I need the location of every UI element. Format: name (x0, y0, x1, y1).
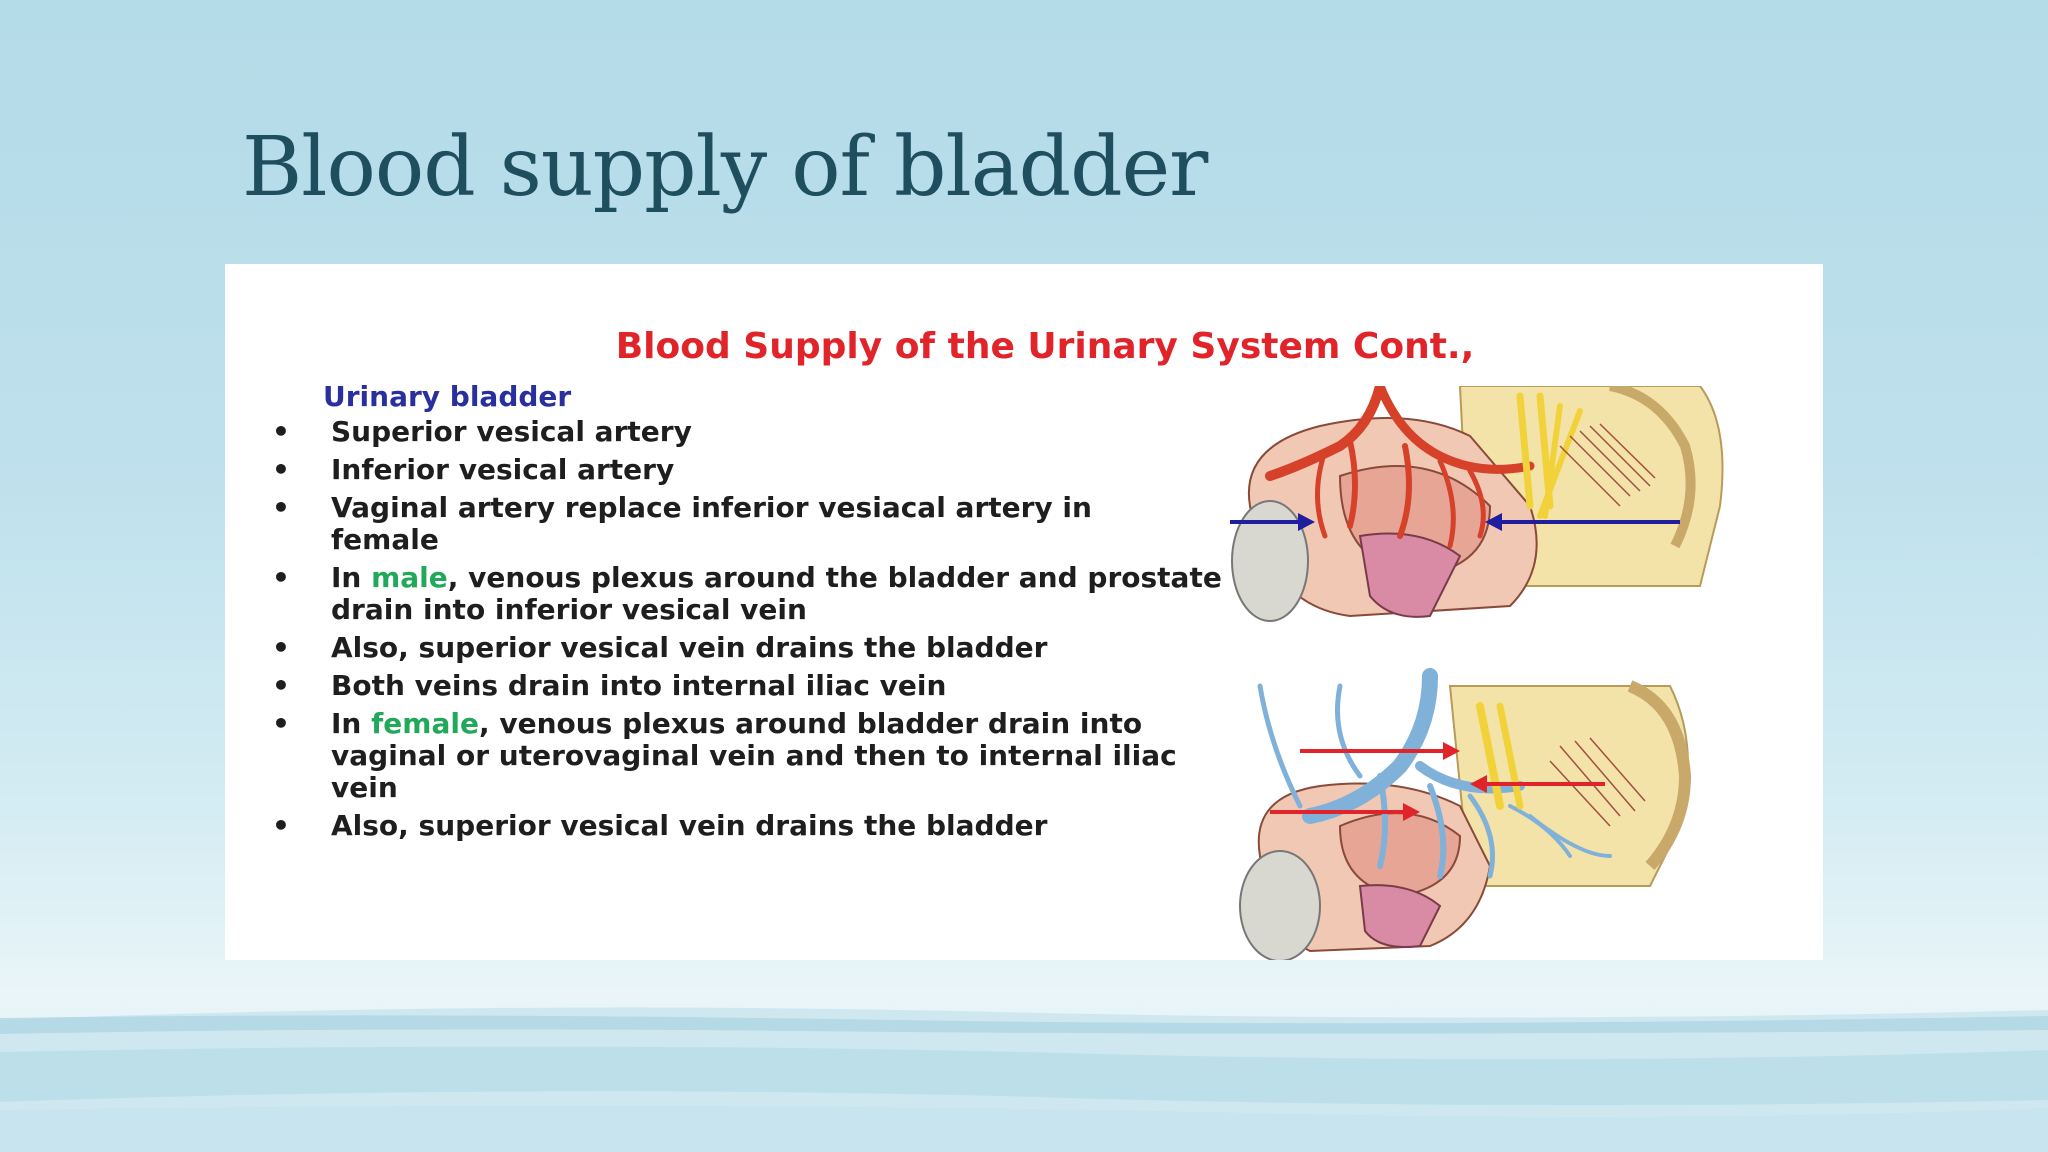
bullet-text: Vaginal artery replace inferior vesiacal… (331, 491, 1092, 556)
bullet-icon: • (272, 631, 290, 664)
list-item: • Vaginal artery replace inferior vesiaca… (271, 492, 1131, 556)
anatomy-illustrations (1230, 386, 1724, 960)
bullet-icon: • (272, 453, 290, 486)
blue-arrow-left (1230, 513, 1315, 531)
bullet-text-before: In (331, 561, 372, 594)
figure-panel: Blood Supply of the Urinary System Cont.… (225, 264, 1823, 960)
red-arrow-1 (1300, 742, 1460, 760)
bullet-icon: • (272, 491, 290, 524)
red-arrow-3 (1270, 803, 1420, 821)
bullet-icon: • (272, 669, 290, 702)
list-item: • Also, superior vesical vein drains the … (271, 632, 1131, 664)
arterial-supply-illustration (1230, 386, 1724, 622)
wave-decoration (0, 1007, 2048, 1152)
bullet-text: Superior vesical artery (331, 415, 692, 448)
vein-branches (1257, 668, 1612, 879)
bullet-text-after: , venous plexus around bladder drain int… (331, 707, 1177, 804)
list-item: • In female, venous plexus around bladder… (271, 708, 1231, 804)
bullet-highlight-male: male (371, 561, 448, 594)
artery-branches (1265, 386, 1535, 549)
list-item: • Superior vesical artery (271, 416, 1251, 448)
list-item: • Inferior vesical artery (271, 454, 1251, 486)
muscle-fibers (1549, 737, 1646, 827)
figure-subheading: Urinary bladder (323, 380, 572, 413)
bullet-list: • Superior vesical artery • Inferior vesic… (271, 416, 1251, 848)
nerve-bundle (1516, 392, 1583, 519)
bullet-text: Both veins drain into internal iliac vei… (331, 669, 947, 702)
bullet-highlight-female: female (371, 707, 479, 740)
slide-title: Blood supply of bladder (242, 120, 1208, 215)
nerve-bundle (1476, 702, 1524, 810)
bullet-text-before: In (331, 707, 372, 740)
bullet-icon: • (272, 561, 290, 594)
bullet-text: Also, superior vesical vein drains the b… (331, 809, 1048, 842)
list-item: • Also, superior vesical vein drains the … (271, 810, 1131, 842)
red-arrow-2 (1470, 775, 1605, 793)
list-item: • Both veins drain into internal iliac ve… (271, 670, 1251, 702)
figure-heading: Blood Supply of the Urinary System Cont.… (615, 326, 1475, 367)
bullet-icon: • (272, 415, 290, 448)
bullet-text: Inferior vesical artery (331, 453, 675, 486)
bullet-icon: • (272, 809, 290, 842)
blue-arrow-right (1485, 513, 1680, 531)
bullet-icon: • (272, 707, 290, 740)
venous-drainage-illustration (1239, 668, 1692, 960)
bullet-text-after: , venous plexus around the bladder and p… (331, 561, 1222, 626)
list-item: • In male, venous plexus around the bladd… (271, 562, 1251, 626)
bullet-text: Also, superior vesical vein drains the b… (331, 631, 1048, 664)
muscle-fibers (1559, 423, 1656, 507)
